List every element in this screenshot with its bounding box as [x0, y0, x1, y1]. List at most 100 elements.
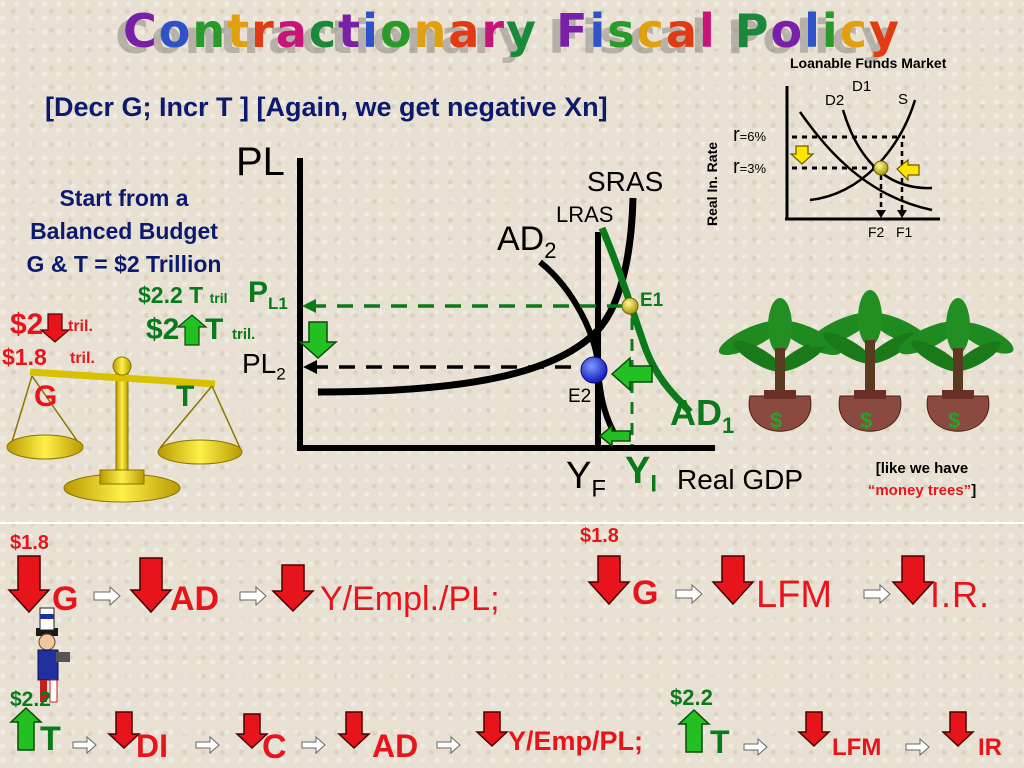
title-letter: c [636, 4, 666, 58]
lfm-title: Loanable Funds Market [790, 55, 947, 71]
right-chevron-icon [239, 585, 267, 607]
subtitle: [Decr G; Incr T ] [Again, we get negativ… [45, 92, 608, 122]
row1-left-arrows [7, 555, 315, 614]
row2-left-arrows [9, 706, 509, 755]
money-tree-icon [808, 290, 932, 432]
row2-left-di: DI [136, 728, 168, 764]
title-letter: l [804, 4, 822, 58]
row2-right-amount: $2.2 [670, 685, 713, 710]
right-chevron-icon [675, 583, 703, 605]
t-up-arrow-icon [9, 706, 43, 751]
c-down-arrow-icon [235, 713, 269, 750]
row1-left-amount: $1.8 [10, 532, 49, 554]
row1-right-g: G [632, 574, 659, 612]
right-chevron-icon [301, 735, 326, 755]
lfm-down-arrow-icon [797, 711, 831, 748]
yf-label: YF [566, 455, 607, 503]
t-up-arrow-icon [677, 708, 711, 753]
page-title: Contractionary Fiscal Policy Contraction… [0, 4, 1024, 64]
row2-right-t: T [710, 724, 730, 760]
right-chevron-icon [72, 735, 97, 755]
g-label: G [34, 380, 58, 413]
t-bottom-sym: T [205, 313, 224, 346]
t-top-amount: $2.2 T tril [138, 282, 228, 308]
row2-right-ir: IR [978, 734, 1002, 761]
lfm-d2-curve-lower [841, 109, 933, 190]
ad1-curve [598, 226, 693, 415]
xaxis-label: Real GDP [677, 464, 804, 495]
ad1-label: AD1 [670, 392, 735, 439]
title-letter: o [158, 4, 193, 58]
ad-down-arrow-icon [129, 557, 173, 614]
ad2-curve [538, 259, 621, 442]
lfm-graph [785, 86, 940, 221]
g-top-unit: tril. [68, 318, 93, 335]
lfm-d2-label: D2 [825, 92, 845, 109]
g-bottom-amount: $1.8 [2, 344, 47, 370]
lfm-left-arrow-icon [896, 158, 920, 182]
e1-label: E1 [640, 290, 664, 311]
ad2-label: AD2 [497, 220, 557, 263]
row2-right-lfm: LFM [832, 734, 882, 761]
row1-left-ad: AD [170, 580, 220, 618]
row1-right-amount: $1.8 [580, 525, 619, 547]
right-chevron-icon [905, 737, 930, 757]
sras-curve [317, 197, 637, 396]
title-letter: c [308, 4, 339, 58]
lfm-down-arrow-icon [711, 555, 755, 606]
title-letter: i [821, 4, 840, 58]
row2-right-arrows [677, 708, 975, 757]
title-letter: C [123, 4, 159, 58]
right-chevron-icon [93, 585, 121, 607]
row2-left-c: C [262, 728, 287, 766]
title-letter: i [362, 4, 380, 58]
title-letter: l [699, 4, 717, 58]
left-small-arrow-icon [598, 424, 631, 448]
lfm-equilibrium-point [873, 160, 889, 176]
title-letter: a [448, 4, 482, 58]
yi-label: YI [625, 450, 658, 498]
asad-axes [297, 158, 715, 451]
title-letter: y [868, 4, 901, 58]
title-letter: F [556, 4, 590, 58]
title-letter: r [251, 4, 276, 58]
down-arrow-icon [298, 321, 338, 360]
lfm-d1-curve [798, 111, 933, 212]
lfm-yaxis-label: Real In. Rate [704, 141, 720, 227]
title-letter: a [665, 4, 699, 58]
g-top-amount: $2 [10, 308, 44, 341]
title-letter: r [481, 4, 507, 58]
di-down-arrow-icon [107, 711, 141, 750]
pl1-label: PL1 [248, 276, 288, 313]
right-chevron-icon [436, 735, 461, 755]
lfm-r3-label: r=3% [733, 156, 767, 178]
money-trees-caption: [like we have “money trees”] [867, 460, 977, 499]
title-letter: y [506, 4, 539, 58]
lfm-f1-arrow-icon [897, 210, 907, 218]
ir-down-arrow-icon [891, 555, 935, 606]
money-tree-icon [898, 298, 1014, 432]
row1-left-result: Y/Empl./PL; [320, 580, 500, 618]
ad-down-arrow-icon [337, 711, 371, 750]
pl2-label: PL2 [242, 348, 286, 384]
row2-left-amount: $2.2 [10, 688, 51, 711]
balance-scale-icon [6, 356, 243, 503]
row1-left-g: G [52, 580, 79, 618]
lfm-down-arrow-icon [789, 145, 815, 165]
money-bag-dollar: $ [860, 408, 873, 433]
pl-axis-label: PL [236, 140, 285, 184]
lfm-f1-label: F1 [896, 224, 913, 240]
title-letter: a [275, 4, 309, 58]
g-decrease-arrow-icon [39, 313, 71, 343]
pl1-arrow-icon [302, 299, 316, 313]
t-bottom-unit: tril. [232, 326, 256, 343]
title-letter: i [589, 4, 608, 58]
money-bag-dollar: $ [770, 408, 783, 433]
row2-left-t: T [40, 720, 61, 758]
row1-right-ir: I.R. [930, 574, 991, 615]
title-text: Contractionary Fiscal Policy [0, 4, 1024, 58]
row2-left-ad: AD [372, 728, 419, 764]
t-bottom-amount: $2 [146, 313, 180, 346]
title-letter: n [192, 4, 228, 58]
